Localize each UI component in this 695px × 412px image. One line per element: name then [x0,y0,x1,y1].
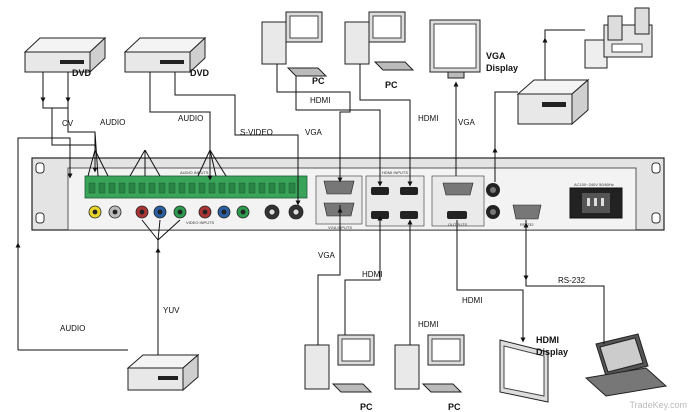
vga-display-label: VGA Display [486,51,519,73]
panel-outputs: OUTPUTS [448,222,468,227]
yuv-label: YUV [163,306,180,315]
vga-label-top: VGA [305,128,322,137]
vga-label-bottom: VGA [318,251,335,260]
hdmi-label-top-middle: HDMI [418,114,439,123]
hdmi-input-ports [365,175,425,227]
vga-label-output: VGA [458,118,475,127]
watermark: TradeKey.com [629,400,687,410]
hdmi-label-output: HDMI [462,296,483,305]
hdmi-display-label: HDMI Display [536,335,569,357]
amplifier [516,78,590,126]
panel-rs232: RS-232 [520,222,534,227]
panel-power: AC100~240V 50/60Hz [574,182,614,187]
laptop [584,333,668,397]
pc-label-top-left: PC [312,76,325,86]
cv-label: CV [62,119,74,128]
panel-vga-inputs: VGA INPUTS [328,225,353,230]
rs232-port [512,204,542,220]
audio-label-top-left: AUDIO [100,118,126,127]
power-inlet [569,187,623,219]
pc-label-bottom-left: PC [360,402,373,412]
hdmi-label-bottom-middle: HDMI [418,320,439,329]
yuv-source-device [126,353,200,392]
hdmi-label-top-left: HDMI [310,96,331,105]
output-ports [431,175,500,227]
vga-display-monitor [429,19,481,79]
pc-bottom-middle [394,334,465,393]
s-video-label: S-VIDEO [240,128,273,137]
dvd-player-middle [123,36,207,74]
pc-label-top-middle: PC [385,80,398,90]
signal-cables [15,29,605,355]
dvd-label-middle: DVD [190,68,210,78]
hdmi-display-monitor [499,339,549,403]
speaker-system [584,7,653,69]
pc-top-left [261,11,328,77]
hdmi-label-bottom-left: HDMI [362,270,383,279]
panel-video-inputs: VIDEO INPUTS [186,220,215,225]
pc-top-middle [344,11,415,71]
panel-audio-inputs: AUDIO INPUTS [180,170,209,175]
pc-label-bottom-middle: PC [448,402,461,412]
panel-hdmi-inputs: HDMI INPUTS [382,170,408,175]
audio-terminal-block [84,175,308,199]
pc-bottom-left [304,334,375,393]
audio-label-bottom: AUDIO [60,324,86,333]
rca-video-inputs [88,204,304,220]
vga-input-ports [315,175,363,225]
dvd-label-left: DVD [72,68,92,78]
rs232-label: RS-232 [558,276,586,285]
audio-label-top-middle: AUDIO [178,114,204,123]
dvd-player-left [23,36,107,74]
